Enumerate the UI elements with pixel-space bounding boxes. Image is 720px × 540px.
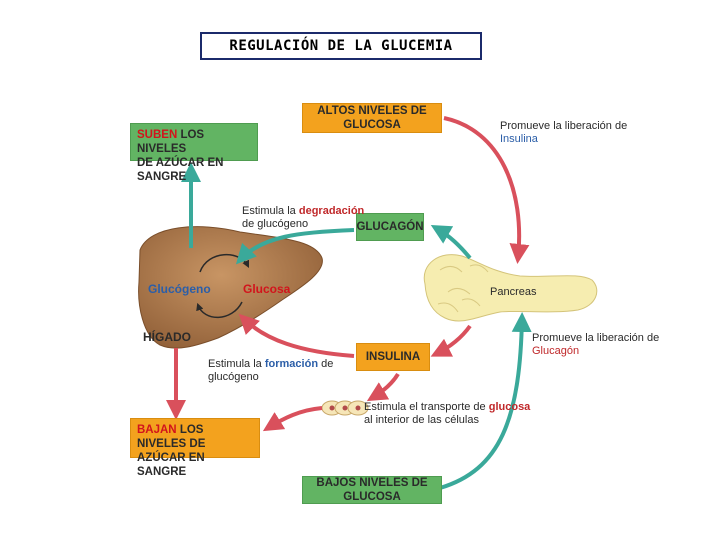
bajos-label: BAJOS NIVELES DE GLUCOSA	[316, 477, 428, 503]
note-promueve-glucagon: Promueve la liberación de Glucagón	[532, 332, 659, 358]
altos-niveles-box: ALTOS NIVELES DE GLUCOSA	[302, 103, 442, 133]
promueve-glucagon-hormone: Glucagón	[532, 345, 580, 357]
arrow-insulina-to-cells	[366, 372, 400, 402]
liver-glucogeno-label: Glucógeno	[148, 282, 211, 296]
formacion-suffix: de	[318, 358, 334, 370]
promueve-glucagon-line1: Promueve la liberación de	[532, 332, 660, 344]
arrow-pancreas-to-insulina	[430, 324, 472, 357]
glucagon-label: GLUCAGÓN	[356, 221, 424, 233]
formacion-prefix: Estimula la	[208, 358, 265, 370]
promueve-insulina-hormone: Insulina	[500, 133, 538, 145]
pancreas-shape	[423, 254, 598, 322]
degradacion-keyword: degradación	[298, 205, 365, 217]
insulina-label: INSULINA	[365, 351, 421, 363]
bajos-niveles-box: BAJOS NIVELES DE GLUCOSA	[302, 476, 442, 504]
suben-line2: DE AZÚCAR EN SANGRE	[137, 157, 224, 183]
liver-higado-label: HÍGADO	[143, 330, 191, 344]
cycle-arrow-bottom	[196, 301, 243, 319]
suben-highlight: SUBEN	[137, 129, 178, 141]
cells-icon	[321, 400, 369, 416]
note-promueve-insulina: Promueve la liberación de Insulina	[500, 120, 627, 146]
degradacion-prefix: Estimula la	[242, 205, 299, 217]
note-formacion: Estimula la formación de glucógeno	[208, 358, 333, 384]
formacion-keyword: formación	[264, 358, 319, 370]
arrow-pancreas-to-glucagon	[430, 225, 472, 260]
transporte-line2: al interior de las células	[364, 414, 479, 426]
bajan-line2: AZÚCAR EN SANGRE	[137, 452, 205, 478]
glucagon-box: GLUCAGÓN	[356, 213, 424, 241]
liver-glucosa-label: Glucosa	[243, 282, 291, 296]
arrow-altos-to-pancreas	[443, 116, 530, 264]
liver-shape	[138, 226, 323, 349]
note-transporte: Estimula el transporte de glucosa al int…	[364, 401, 530, 427]
arrow-glucagon-to-liver	[235, 228, 355, 265]
bajan-niveles-box: BAJAN LOS NIVELES DE AZÚCAR EN SANGRE	[130, 418, 260, 478]
promueve-insulina-line1: Promueve la liberación de	[500, 120, 628, 132]
bajan-line1-rest: LOS NIVELES DE	[137, 424, 206, 450]
insulina-box: INSULINA	[356, 343, 430, 371]
arrow-cells-to-bajan	[262, 406, 323, 432]
note-degradacion: Estimula la degradación de glucógeno	[242, 205, 364, 231]
transporte-keyword: glucosa	[488, 401, 531, 413]
altos-label: ALTOS NIVELES DE GLUCOSA	[317, 105, 427, 131]
suben-niveles-box: SUBEN LOS NIVELES DE AZÚCAR EN SANGRE	[130, 123, 258, 183]
arrow-bajos-to-pancreas	[439, 312, 532, 490]
pancreas-label: Pancreas	[490, 286, 537, 298]
bajan-highlight: BAJAN	[137, 424, 177, 436]
page-title: REGULACIÓN DE LA GLUCEMIA	[200, 32, 482, 60]
transporte-prefix: Estimula el transporte de	[364, 401, 489, 413]
formacion-line2: glucógeno	[208, 371, 259, 383]
arrow-insulina-to-liver	[238, 313, 355, 358]
degradacion-line2: de glucógeno	[242, 218, 309, 230]
suben-line1-rest: LOS NIVELES	[137, 129, 205, 155]
